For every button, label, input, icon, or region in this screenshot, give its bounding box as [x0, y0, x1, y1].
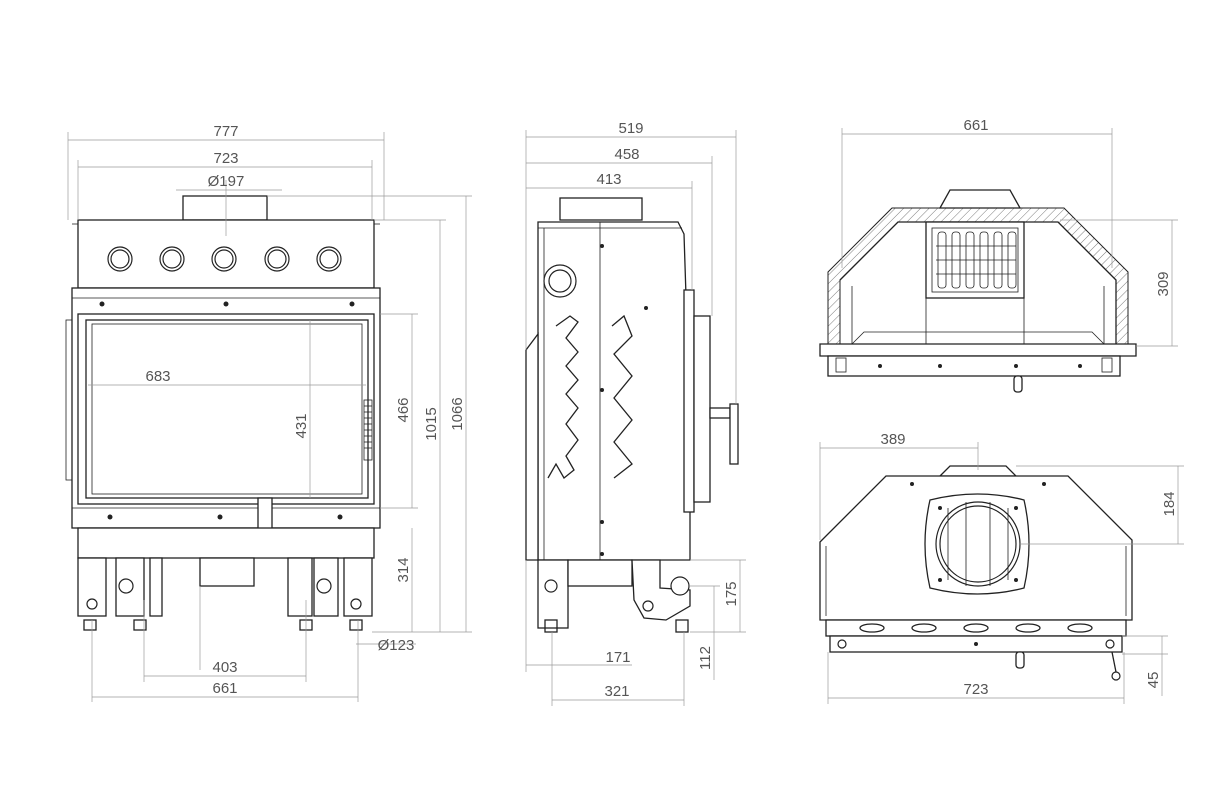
dim-side-depth-base: 321 — [604, 683, 629, 700]
dim-plan-width: 723 — [963, 681, 988, 698]
front-legs — [77, 527, 375, 631]
dim-body-height: 1015 — [423, 407, 440, 440]
dim-front-width-inner: 723 — [213, 150, 238, 167]
dim-section-depth: 309 — [1155, 271, 1172, 296]
front-door-frame — [77, 313, 375, 505]
section-dimensions — [841, 128, 1178, 347]
dim-plan-flue-depth: 184 — [1161, 491, 1178, 516]
dim-flue-diameter: Ø197 — [208, 173, 245, 190]
dim-plan-front-depth: 45 — [1145, 672, 1162, 689]
plan-dimensions — [819, 442, 1184, 704]
dim-glass-height: 431 — [293, 413, 310, 438]
dim-door-height: 466 — [395, 397, 412, 422]
front-glass — [85, 319, 369, 499]
side-baffle-right — [611, 314, 633, 479]
dim-leg-spacing-inner: 403 — [212, 659, 237, 676]
dim-plan-flue-offset: 389 — [880, 431, 905, 448]
dim-side-depth-overall: 519 — [618, 120, 643, 137]
dim-side-depth-body: 458 — [614, 146, 639, 163]
side-baffle-left — [547, 315, 579, 479]
front-dimensions — [67, 132, 472, 702]
front-flue-collar — [182, 195, 268, 221]
dim-section-width: 661 — [963, 117, 988, 134]
dim-side-depth-flue: 413 — [596, 171, 621, 188]
dim-side-air-inlet-offset: 171 — [605, 649, 630, 666]
dim-side-inlet-height: 175 — [723, 581, 740, 606]
dim-side-inlet-center: 112 — [697, 646, 714, 670]
dim-leg-spacing-outer: 661 — [212, 680, 237, 697]
front-view — [65, 195, 381, 631]
dim-overall-height: 1066 — [449, 397, 466, 430]
front-air-holes — [107, 246, 342, 272]
side-view — [525, 197, 739, 633]
side-flue-collar — [559, 197, 643, 221]
side-dimensions — [525, 130, 746, 706]
dim-air-inlet-diameter: Ø123 — [378, 637, 415, 654]
dim-front-width-overall: 777 — [213, 123, 238, 140]
dim-glass-width: 683 — [145, 368, 170, 385]
section-view — [819, 189, 1137, 393]
front-main-body — [71, 287, 381, 529]
dim-leg-height: 314 — [395, 557, 412, 582]
plan-view — [819, 465, 1133, 681]
